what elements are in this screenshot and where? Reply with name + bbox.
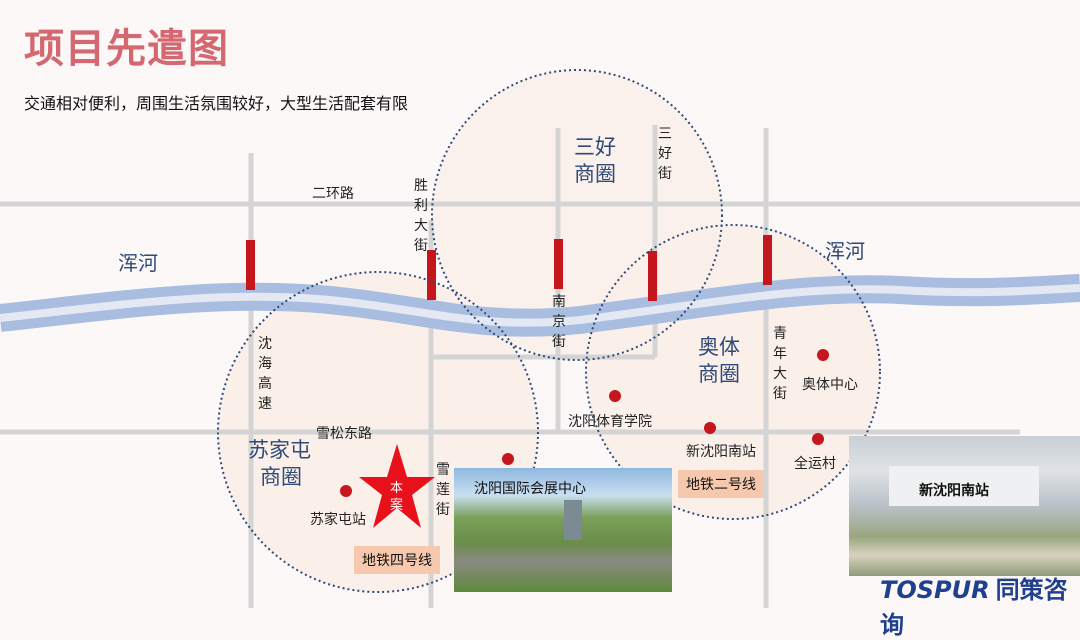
- poi-quanyun: 全运村: [794, 455, 836, 472]
- road-label-shenhai: 沈: [258, 336, 272, 352]
- poi-marker: [340, 485, 352, 497]
- poi-marker: [704, 422, 716, 434]
- station-roof-shape: [889, 466, 1039, 506]
- poi-marker: [812, 433, 824, 445]
- bridge-marker: [246, 240, 255, 290]
- river-highlight: [0, 284, 1080, 327]
- road-label-shenhai: 海: [258, 356, 272, 372]
- road-label-qingnian: 大: [773, 366, 787, 382]
- metro-line2-label: 地铁二号线: [678, 470, 764, 498]
- poi-marker: [609, 390, 621, 402]
- road-label-shenhai: 速: [258, 396, 272, 412]
- zone-label-sujiatun: 商圈: [260, 465, 302, 489]
- road-label-xuelian: 莲: [436, 482, 450, 498]
- metro-line4-label: 地铁四号线: [354, 546, 440, 574]
- poi-marker: [817, 349, 829, 361]
- road-label-xuelian: 街: [436, 502, 450, 518]
- zone-label-sanhao: 商圈: [574, 162, 616, 186]
- road-label-qingnian: 街: [773, 386, 787, 402]
- zone-sanhao-border: [431, 69, 723, 361]
- logo-latin: TOSPUR: [880, 576, 990, 604]
- road-label-xuelian: 雪: [436, 462, 450, 478]
- page-title: 项目先遣图: [24, 26, 229, 72]
- road-label-nanjing: 京: [552, 314, 566, 330]
- bridge-marker: [554, 239, 563, 289]
- road-label-nanjing: 街: [552, 334, 566, 350]
- road-label-shengli: 利: [414, 198, 428, 214]
- project-label: 案: [390, 498, 403, 513]
- road-label-shengli: 街: [414, 238, 428, 254]
- zone-label-aoti: 商圈: [698, 362, 740, 386]
- river-label: 浑河: [825, 239, 865, 263]
- zone-label-aoti: 奥体: [698, 335, 740, 359]
- river-label: 浑河: [118, 251, 158, 275]
- bridge-marker: [648, 251, 657, 301]
- road-label-erhuan: 二环路: [312, 186, 354, 202]
- zone-label-sanhao: 三好: [574, 135, 616, 159]
- poi-sujiatun-station: 苏家屯站: [310, 511, 366, 528]
- zone-aoti-border: [585, 224, 881, 520]
- expo-center-photo: 沈阳国际会展中心: [454, 468, 672, 592]
- station-caption: 新沈阳南站: [919, 483, 989, 499]
- station-photo: 新沈阳南站: [849, 436, 1080, 576]
- poi-xin-shenyang-south: 新沈阳南站: [686, 444, 756, 460]
- zone-label-sujiatun: 苏家屯: [248, 438, 311, 462]
- road-label-sanhao: 好: [658, 146, 672, 162]
- bridge-marker: [427, 250, 436, 300]
- poi-aoti-center: 奥体中心: [802, 376, 858, 393]
- expo-center-caption: 沈阳国际会展中心: [474, 481, 586, 497]
- project-star-icon: [359, 444, 435, 528]
- building-shape: [564, 500, 582, 540]
- road-label-shenhai: 高: [258, 375, 272, 392]
- road-label-qingnian: 年: [773, 346, 787, 362]
- poi-marker: [502, 453, 514, 465]
- road-label-qingnian: 青: [773, 326, 787, 342]
- road-label-shengli: 胜: [414, 178, 428, 194]
- bridge-marker: [763, 235, 772, 285]
- page-subtitle: 交通相对便利，周围生活氛围较好，大型生活配套有限: [24, 94, 409, 113]
- project-label: 本: [390, 481, 403, 496]
- road-label-xuesong: 雪松东路: [316, 426, 372, 442]
- road-label-shengli: 大: [414, 218, 428, 234]
- road-label-nanjing: 南: [552, 294, 566, 310]
- road-label-sanhao: 街: [658, 166, 672, 182]
- zone-sujiatun-border: [217, 271, 539, 593]
- road-label-sanhao: 三: [658, 126, 672, 142]
- poi-sports-college: 沈阳体育学院: [568, 414, 652, 430]
